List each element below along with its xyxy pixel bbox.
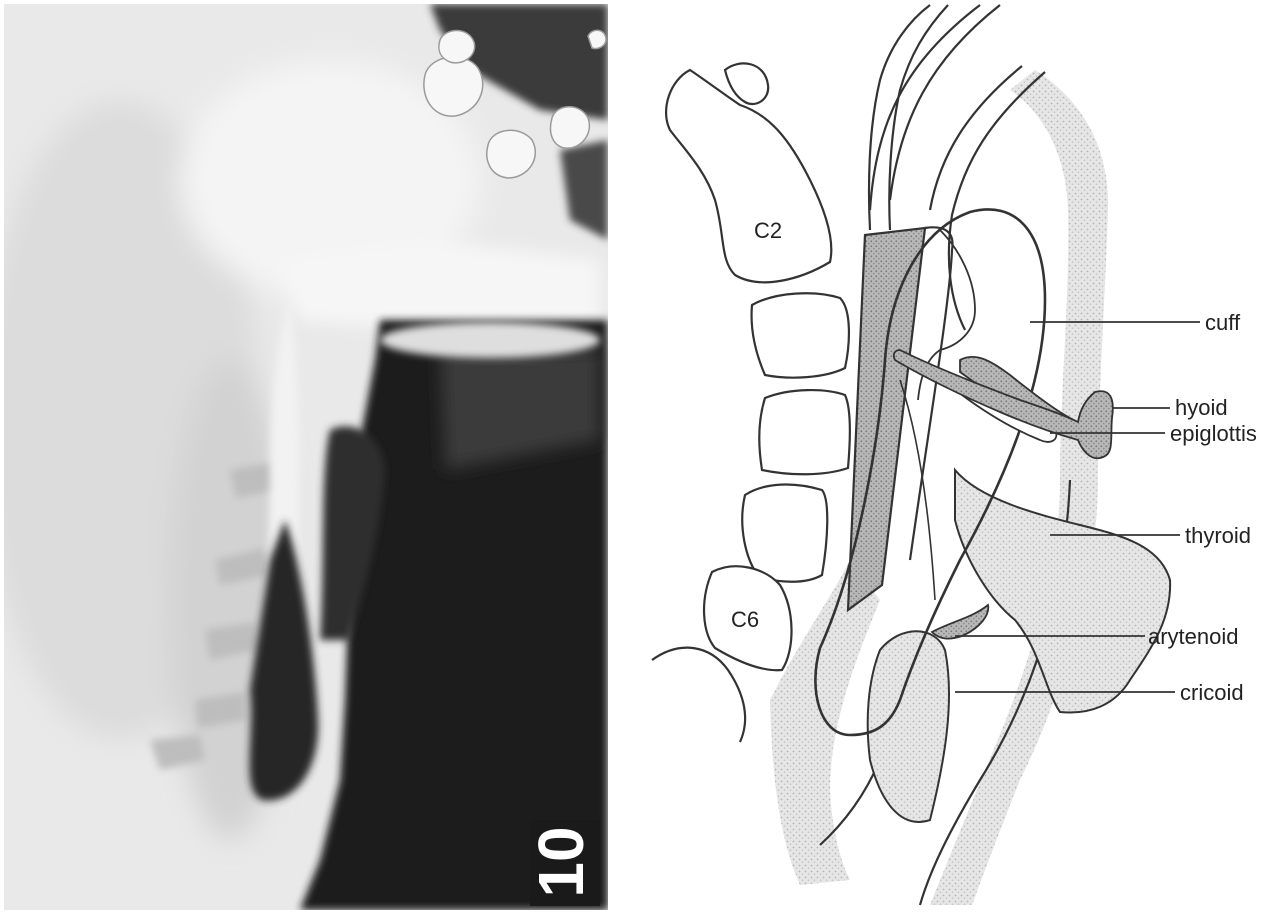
vertebra-c7-outline bbox=[652, 648, 745, 742]
arytenoid-cartilage bbox=[932, 605, 988, 639]
vertebra-c2 bbox=[666, 63, 831, 282]
vertebra-label-c6: C6 bbox=[731, 607, 759, 632]
label-cricoid: cricoid bbox=[1180, 680, 1244, 705]
label-hyoid: hyoid bbox=[1175, 395, 1228, 420]
film-marker: 10 bbox=[525, 820, 600, 906]
vertebra-c4 bbox=[759, 390, 850, 474]
diagram-labels: cuff hyoid epiglottis thyroid arytenoid … bbox=[1148, 310, 1257, 705]
vertebra-c5 bbox=[742, 485, 827, 582]
label-cuff: cuff bbox=[1205, 310, 1241, 335]
label-arytenoid: arytenoid bbox=[1148, 624, 1239, 649]
diagram-panel: C2 C6 bbox=[652, 5, 1257, 905]
vertebra-c3 bbox=[752, 293, 849, 377]
label-thyroid: thyroid bbox=[1185, 523, 1251, 548]
label-epiglottis: epiglottis bbox=[1170, 421, 1257, 446]
film-marker-text: 10 bbox=[525, 826, 597, 897]
cuff-inner-line-2 bbox=[900, 380, 935, 600]
radiograph-panel: 10 bbox=[0, 4, 608, 910]
vertebra-label-c2: C2 bbox=[754, 218, 782, 243]
